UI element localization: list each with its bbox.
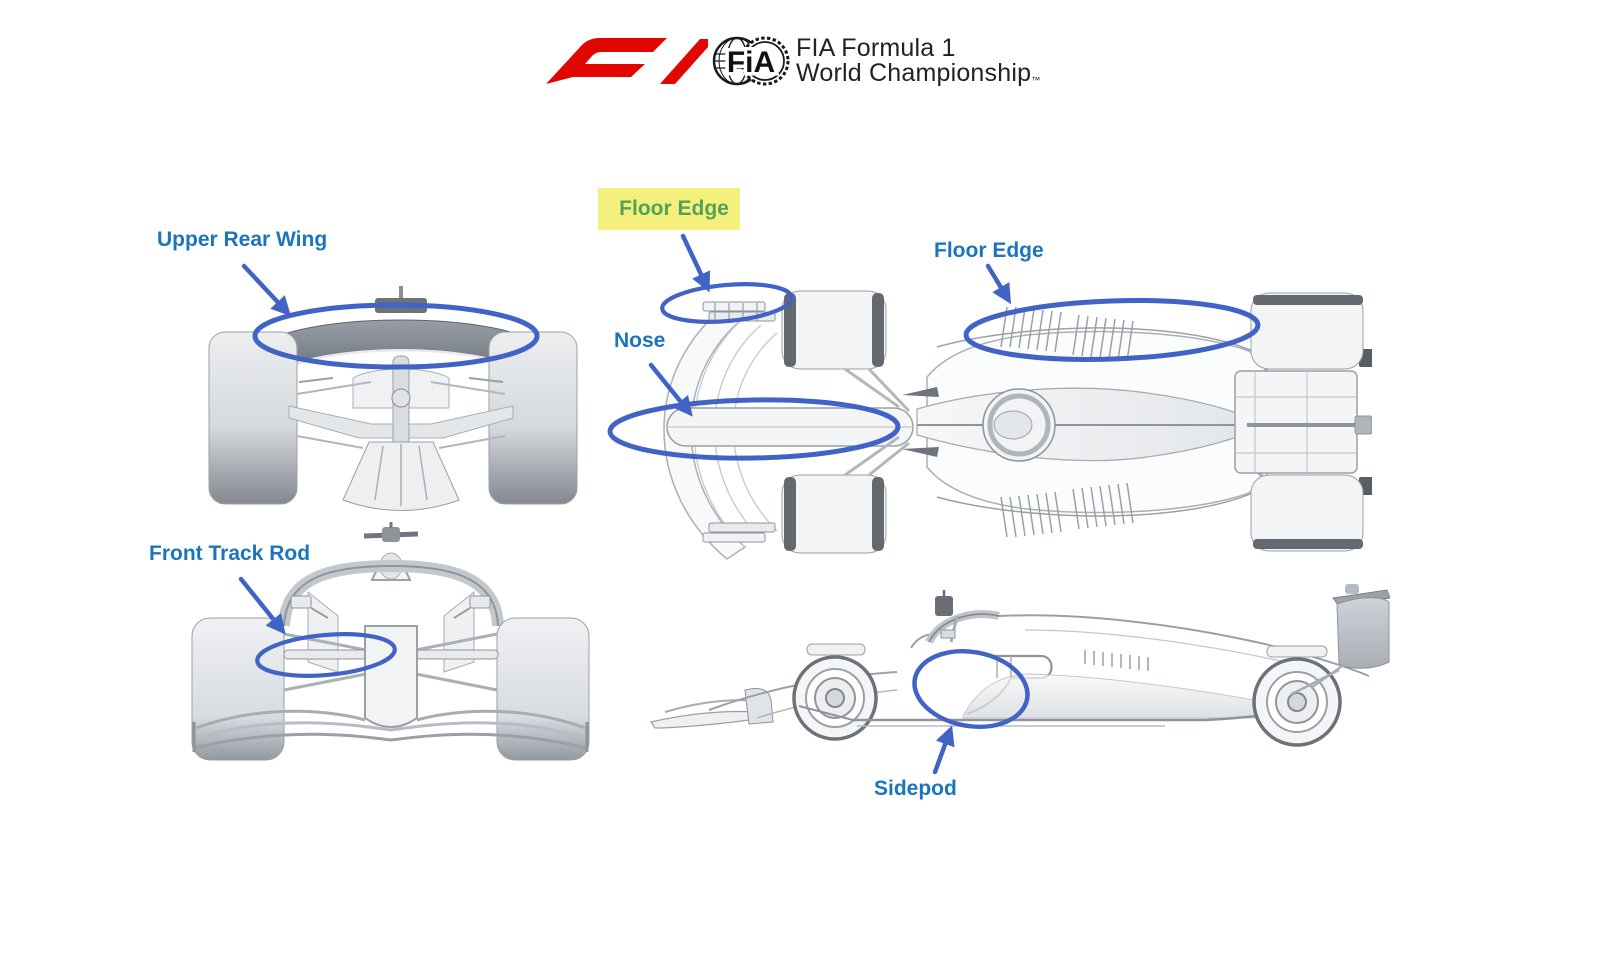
rear-wing-side xyxy=(1290,584,1390,696)
championship-title-line1: FIA Formula 1 xyxy=(796,34,956,62)
cockpit-halo-side xyxy=(910,590,1000,649)
side-view-drawing xyxy=(649,584,1390,747)
rear-view-drawing xyxy=(208,286,578,511)
floor-edge-top-label-text: Floor Edge xyxy=(619,197,729,220)
fia-monogram: FiA xyxy=(727,46,775,79)
sidepod-part xyxy=(962,654,1286,719)
rear-wheel-bottom-plan xyxy=(1250,474,1364,552)
cooling-louvres-bottom xyxy=(1000,482,1134,538)
bargeboard-fins xyxy=(902,387,939,457)
rear-wing-pillar xyxy=(375,286,427,313)
fia-logo: FiA FiA xyxy=(712,36,790,86)
halo xyxy=(278,559,504,627)
rear-wing-plan xyxy=(1234,349,1372,495)
front-wheel-bottom-plan xyxy=(781,474,887,554)
upper-rear-wing-label: Upper Rear Wing xyxy=(157,228,328,251)
rear-bodywork xyxy=(288,355,514,449)
rear-diffuser xyxy=(342,441,460,511)
championship-title: FIA Formula 1 World Championship™ xyxy=(796,36,1040,93)
fia-gear-icon xyxy=(740,36,790,86)
top-view-drawing xyxy=(663,290,1372,560)
trademark-symbol: ™ xyxy=(1031,75,1041,85)
rear-wheel-left xyxy=(208,331,298,505)
mirror-left-icon xyxy=(290,595,329,619)
floor-edge-top-label: Floor Edge xyxy=(598,188,740,230)
front-wing-part xyxy=(192,709,589,752)
sidepod-label: Sidepod xyxy=(874,777,957,800)
championship-title-line2: World Championship™ xyxy=(796,59,1041,87)
t-cam-icon xyxy=(363,522,419,542)
front-suspension-plan xyxy=(844,367,911,477)
floor-edge-right-label: Floor Edge xyxy=(934,239,1044,262)
nose-label: Nose xyxy=(614,329,666,352)
front-view-drawing xyxy=(191,522,590,761)
mirror-right-icon xyxy=(453,595,491,619)
engine-cover-side xyxy=(998,614,1370,677)
front-track-rod-label: Front Track Rod xyxy=(149,542,311,565)
f1-logo xyxy=(546,38,708,84)
front-wheel-top-plan xyxy=(781,290,887,370)
nose-plan xyxy=(666,407,914,447)
rear-wheel-top-plan xyxy=(1250,292,1364,370)
nose-front xyxy=(364,625,418,728)
front-wheel-side xyxy=(792,643,878,741)
fia-monogram-outline: FiA xyxy=(727,46,775,79)
halo-plan xyxy=(982,388,1056,462)
